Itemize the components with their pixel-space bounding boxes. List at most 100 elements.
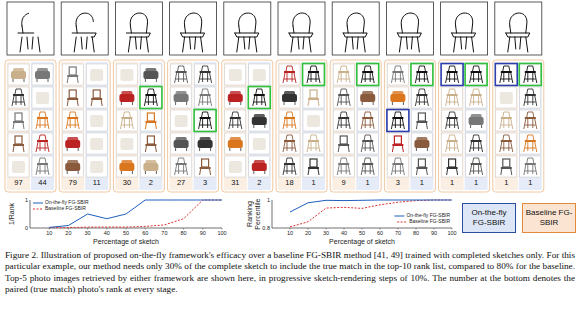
photo-thumb	[8, 133, 29, 154]
legend-line-sample	[33, 203, 43, 204]
photo-thumb	[279, 156, 300, 177]
tick	[290, 228, 291, 230]
tick-label: 10	[287, 230, 293, 236]
stool-photo	[200, 71, 211, 73]
stool-photo	[447, 140, 458, 142]
sofa-photo	[230, 137, 241, 142]
photo-thumb	[411, 110, 432, 131]
chair-sketch	[397, 13, 421, 52]
stool-photo	[392, 71, 403, 73]
chair-photo	[147, 136, 154, 144]
group-panel	[5, 60, 56, 192]
onthefly-column	[194, 62, 217, 190]
tick	[49, 228, 50, 230]
stool-photo	[200, 117, 211, 119]
photo-thumb	[466, 133, 487, 154]
stool-photo	[416, 94, 427, 96]
tick	[452, 228, 453, 230]
chair-photo	[147, 113, 154, 121]
legend-line-sample	[33, 209, 43, 210]
photo-thumb	[32, 110, 53, 131]
tick-label: 100	[217, 230, 226, 236]
photo-thumb	[249, 133, 270, 154]
axis	[272, 200, 452, 228]
stool-photo	[337, 112, 350, 129]
rank-number: 1	[450, 179, 454, 188]
axis-title: Ranking Percentile	[246, 193, 262, 235]
stool-photo	[338, 117, 349, 119]
stool-photo	[200, 94, 211, 96]
sofa-photo	[145, 160, 156, 165]
group-panel	[113, 60, 164, 192]
true-match-highlight	[303, 64, 325, 86]
sofa-photo	[176, 148, 187, 151]
stool-photo	[120, 112, 133, 129]
chair-photo	[145, 144, 156, 146]
chair-photo	[338, 144, 349, 146]
chair-photo	[449, 159, 456, 167]
rank-number: 1	[474, 179, 478, 188]
photo-thumb	[62, 64, 83, 85]
stool-photo	[176, 163, 187, 165]
sofa-photo	[176, 137, 187, 142]
photo-thumb	[86, 87, 107, 108]
onthefly-column	[356, 62, 379, 190]
stool-photo	[144, 89, 157, 106]
rank-number: 27	[177, 179, 185, 188]
photo-thumb	[116, 110, 137, 131]
rank-number: 18	[285, 179, 293, 188]
stool-photo	[391, 112, 404, 129]
sofa-photo	[176, 102, 187, 105]
stool-photo	[338, 163, 349, 165]
photo-thumb	[116, 133, 137, 154]
photo-thumb	[357, 133, 378, 154]
sofa-photo	[392, 102, 403, 105]
photo-thumb	[496, 133, 517, 154]
photo-thumb	[466, 110, 487, 131]
chair-photo	[15, 113, 22, 121]
photo-thumb	[171, 133, 192, 154]
sketch-frame	[61, 2, 108, 55]
photo-thumb	[520, 156, 541, 177]
rank-number: 1	[420, 179, 424, 188]
axis	[30, 200, 222, 228]
legend-box: On-the-fly FG-SBIR	[462, 203, 516, 233]
stool-photo	[471, 140, 482, 142]
sofa-photo	[471, 125, 482, 128]
tick-label: 60	[377, 230, 383, 236]
stool-photo	[447, 94, 458, 96]
stool-photo	[229, 112, 242, 129]
stool-photo	[145, 94, 156, 96]
stool-photo	[471, 94, 482, 96]
photo-thumb	[195, 156, 216, 177]
sofa-photo	[284, 91, 295, 96]
sofa-photo	[254, 114, 265, 119]
rank-number: 44	[38, 179, 46, 188]
photo-thumb	[520, 133, 541, 154]
sofa-photo	[145, 171, 156, 174]
sofa-photo	[254, 125, 265, 128]
stool-photo	[446, 89, 459, 106]
photo-thumb	[86, 64, 107, 85]
photo-thumb	[140, 156, 161, 177]
photo-thumb	[32, 133, 53, 154]
chair-photo	[145, 146, 156, 152]
onthefly-column	[139, 62, 162, 190]
rank-number: 79	[69, 179, 77, 188]
photo-thumb	[32, 156, 53, 177]
onthefly-column	[465, 62, 488, 190]
photo-thumb	[303, 156, 324, 177]
sofa-photo	[392, 91, 403, 96]
stool-photo	[36, 135, 49, 152]
chair-sketch	[235, 13, 259, 52]
pale-photo	[36, 92, 49, 104]
chair-photo	[501, 167, 512, 169]
photo-thumb	[171, 110, 192, 131]
baseline-column	[386, 62, 409, 190]
tick-label: 90	[200, 230, 206, 236]
sofa-photo	[121, 171, 132, 174]
stool-photo	[471, 163, 482, 165]
sofa-photo	[145, 79, 156, 82]
stool-photo	[392, 117, 403, 119]
photo-thumb	[333, 156, 354, 177]
